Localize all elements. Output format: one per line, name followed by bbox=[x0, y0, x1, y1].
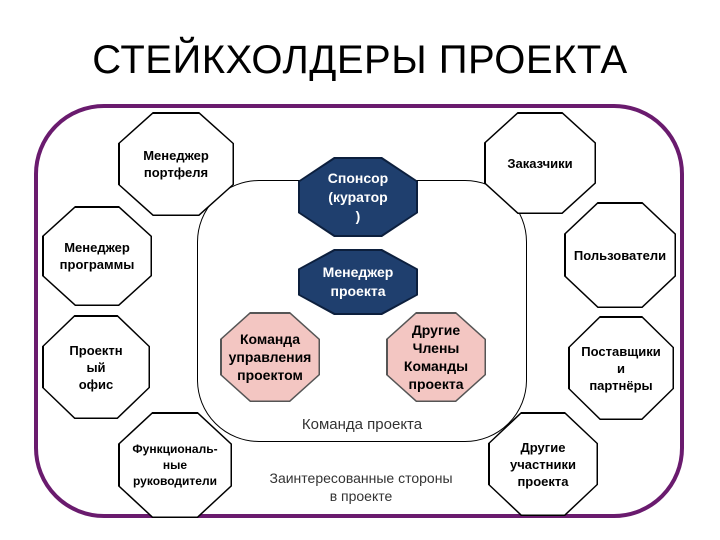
node-functional-managers-label: Функциональ- ные руководители bbox=[132, 442, 218, 488]
node-users: Пользователи bbox=[564, 202, 676, 308]
node-pm-team: Команда управления проектом bbox=[220, 312, 320, 402]
node-suppliers: Поставщики и партнёры bbox=[568, 316, 674, 420]
stakeholders-caption: Заинтересованные стороны в проекте bbox=[269, 470, 453, 504]
node-program-manager-label: Менеджер программы bbox=[59, 240, 135, 272]
node-project-office: Проектн ый офис bbox=[42, 315, 150, 419]
node-project-office-label: Проектн ый офис bbox=[69, 342, 123, 392]
node-other-participants: Другие участники проекта bbox=[488, 412, 598, 516]
node-sponsor-label: Спонсор (куратор ) bbox=[327, 169, 389, 224]
node-portfolio-manager-label: Менеджер портфеля bbox=[143, 148, 209, 180]
node-sponsor: Спонсор (куратор ) bbox=[298, 157, 418, 237]
stakeholders-boundary bbox=[34, 104, 684, 518]
node-other-team-members: Другие Члены Команды проекта bbox=[386, 312, 486, 402]
node-users-label: Пользователи bbox=[573, 247, 667, 263]
node-project-manager-label: Менеджер проекта bbox=[322, 264, 394, 299]
node-suppliers-label: Поставщики и партнёры bbox=[581, 343, 661, 393]
node-customers-label: Заказчики bbox=[507, 155, 573, 171]
node-program-manager: Менеджер программы bbox=[42, 206, 152, 306]
node-portfolio-manager: Менеджер портфеля bbox=[118, 112, 234, 216]
node-other-participants-label: Другие участники проекта bbox=[510, 439, 576, 489]
node-customers: Заказчики bbox=[484, 112, 596, 214]
node-pm-team-label: Команда управления проектом bbox=[228, 331, 312, 383]
page-title: СТЕЙКХОЛДЕРЫ ПРОЕКТА bbox=[92, 38, 628, 82]
node-functional-managers: Функциональ- ные руководители bbox=[118, 412, 232, 518]
node-project-manager: Менеджер проекта bbox=[298, 249, 418, 315]
project-team-caption: Команда проекта bbox=[301, 416, 423, 433]
node-other-team-members-label: Другие Члены Команды проекта bbox=[403, 322, 469, 392]
